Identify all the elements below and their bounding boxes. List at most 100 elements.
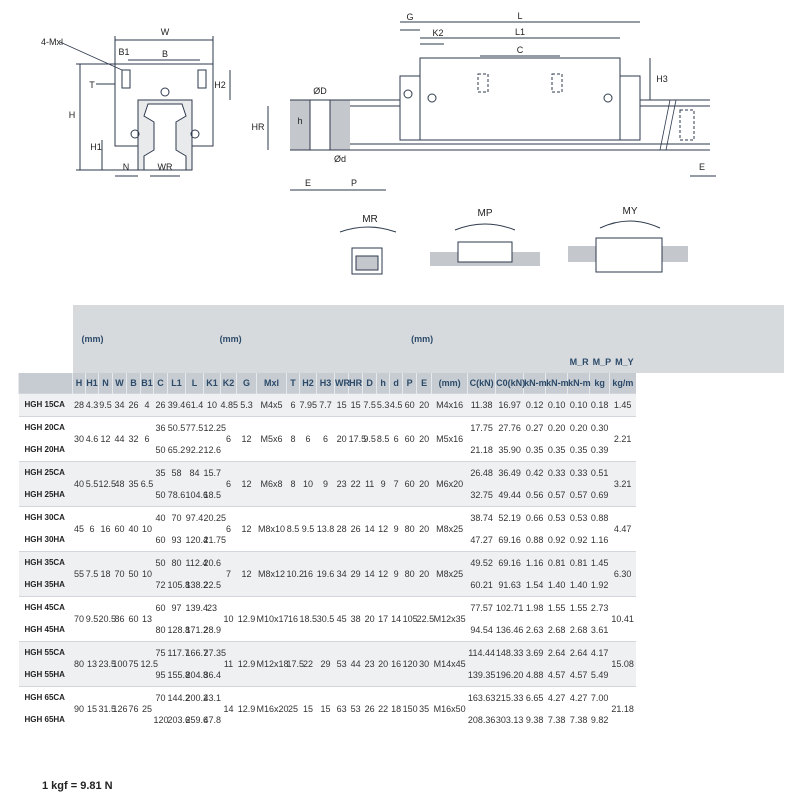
cell-h1: 4.6	[85, 416, 99, 462]
side-label: ØD	[313, 86, 327, 96]
cell-l1: 117.7	[167, 641, 189, 664]
cell-b1: 6	[140, 416, 154, 462]
cell-mr: 0.35	[523, 439, 546, 462]
cell-mp: 0.53	[545, 506, 568, 529]
column-header: B1	[140, 373, 154, 394]
cell-l: 171.2	[185, 619, 208, 642]
cell-hr: 15	[348, 393, 363, 417]
moment-header: M_P	[592, 357, 612, 367]
cell-c0: 196.20	[495, 664, 524, 687]
cell-mr: 0.66	[523, 506, 546, 529]
cell-c: 72	[153, 574, 168, 597]
cell-h1: 13	[85, 641, 99, 687]
cell-k1: 28.9	[203, 619, 221, 642]
cell-cd: 11.38	[467, 393, 496, 417]
cell-w: 126	[112, 686, 128, 731]
cell-n: 20.5	[98, 596, 116, 642]
cell-cd: 114.44	[467, 641, 496, 664]
cell-c: 26	[153, 393, 168, 417]
cell-mr: 3.69	[523, 641, 546, 664]
cell-n: 23.5	[98, 641, 116, 687]
cell-b1: 6.5	[140, 461, 154, 507]
cell-mr: 2.63	[523, 619, 546, 642]
cell-d: 7.5	[362, 393, 377, 417]
cell-cd: 94.54	[467, 619, 496, 642]
cell-h3: 9	[316, 461, 335, 507]
cell-c: 120	[153, 709, 169, 731]
cell-e: 20	[416, 416, 432, 462]
model-name: HGH 35CA	[18, 551, 73, 574]
cell-l: 77.5	[185, 416, 204, 439]
model-name: HGH 35HA	[18, 574, 73, 597]
cell-kgm: 1.45	[609, 393, 636, 417]
cell-h1: 4.3	[85, 393, 99, 417]
cell-kg: 4.17	[589, 641, 610, 664]
cell-p: 80	[402, 506, 417, 552]
cell-d: 23	[362, 641, 377, 687]
cell-d: 26	[362, 686, 377, 731]
cell-g: 12	[236, 416, 257, 462]
cell-cd: 139.35	[467, 664, 496, 687]
cell-cd: 208.36	[467, 709, 496, 731]
side-label: P	[351, 178, 357, 188]
cell-l: 84	[185, 461, 204, 484]
cell-w: 70	[112, 551, 127, 597]
cell-wr: 34	[334, 551, 349, 597]
cell-k1: 20.25	[203, 506, 226, 529]
cell-cd: 38.74	[467, 506, 496, 529]
cell-l: 61.4	[185, 393, 204, 417]
cell-k2: 6	[220, 461, 237, 507]
cell-c: 75	[153, 641, 168, 664]
cell-c: 50	[153, 551, 168, 574]
cell-my: 0.92	[567, 529, 590, 552]
cell-b1: 10	[140, 506, 154, 552]
cell-d: 14	[389, 596, 403, 642]
column-header: B	[126, 373, 141, 394]
cell-w: 60	[112, 506, 127, 552]
cell-my: 7.38	[567, 709, 590, 731]
cell-mp: 7.38	[545, 709, 568, 731]
cell-h1: 6	[85, 506, 99, 552]
cell-hr: 17.5	[348, 416, 366, 462]
cell-k1: 21.75	[203, 529, 226, 552]
cell-kg: 0.39	[589, 439, 610, 462]
cell-l1: 78.6	[167, 484, 186, 507]
cell-w: 44	[112, 416, 127, 462]
cell-e: 20	[416, 461, 432, 507]
cell-cd: 17.75	[467, 416, 496, 439]
cell-hr: 22	[348, 461, 363, 507]
cell-d: 18	[389, 686, 403, 731]
cell-g: 12	[236, 506, 257, 552]
cell-mxl: M8x12	[256, 551, 287, 597]
cell-g: 12	[236, 551, 257, 597]
cell-wr: 20	[334, 416, 349, 462]
cell-h: 80	[72, 641, 86, 687]
cell-kgm: 15.08	[609, 641, 636, 687]
cell-mr: 0.27	[523, 416, 546, 439]
cell-cd: 26.48	[467, 461, 496, 484]
column-header: C0(kN)	[495, 373, 525, 394]
cell-wr: 45	[334, 596, 349, 642]
cell-g: 12.9	[236, 641, 257, 687]
cell-bolt: M16x50	[431, 686, 468, 731]
front-view	[59, 36, 231, 177]
cell-h: 40	[72, 461, 86, 507]
model-name: HGH 25HA	[18, 484, 73, 507]
cell-e: 20	[416, 506, 432, 552]
side-label: K2	[432, 28, 443, 38]
cell-mr: 9.38	[523, 709, 546, 731]
cell-my: 0.20	[567, 416, 590, 439]
moment-icons	[339, 220, 688, 275]
cell-l1: 155.8	[167, 664, 190, 687]
cell-mxl: M10x17	[256, 596, 289, 642]
cell-mr: 0.56	[523, 484, 546, 507]
cell-mxl: M8x10	[256, 506, 287, 552]
column-header: d	[389, 373, 403, 394]
cell-k1: 47.8	[203, 709, 221, 731]
cell-mp: 0.33	[545, 461, 568, 484]
cell-n: 31.5	[98, 686, 116, 731]
cell-c0: 91.63	[495, 574, 524, 597]
